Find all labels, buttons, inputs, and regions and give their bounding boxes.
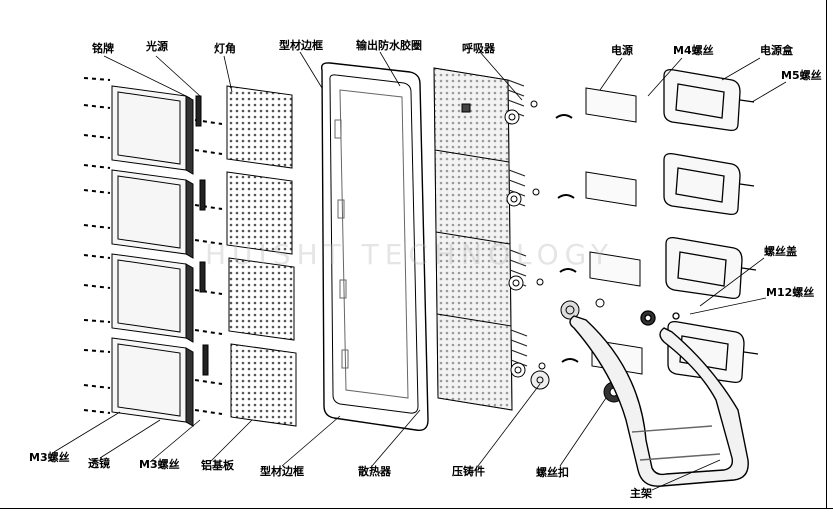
label-m12-screw: M12螺丝: [766, 286, 815, 299]
lens-panels: [111, 85, 194, 427]
main-bracket: [569, 315, 749, 487]
lens-panel: [111, 169, 194, 259]
border-bottom: [0, 508, 833, 509]
label-lamp-corner: 灯角: [214, 42, 236, 55]
lens-panel: [111, 253, 194, 343]
aluminum-substrates: [226, 85, 297, 427]
heat-sink: [433, 67, 528, 411]
label-waterproof-ring: 输出防水胶圈: [356, 39, 422, 52]
lens-panel: [111, 337, 194, 427]
power-boxes: [640, 68, 759, 384]
light-source-strips: [195, 95, 209, 376]
watermark: HUISHT TECHNOLOGY: [205, 238, 615, 271]
label-main-bracket: 主架: [630, 487, 652, 500]
label-m4-screw: M4螺丝: [673, 44, 714, 57]
label-profile-frame-top: 型材边框: [279, 39, 323, 52]
label-heat-sink: 散热器: [358, 465, 391, 478]
label-power-box: 电源盒: [760, 44, 793, 57]
label-power: 电源: [611, 44, 633, 57]
label-die-cast: 压铸件: [452, 465, 485, 478]
label-m3-screw-mid: M3螺丝: [139, 458, 180, 471]
label-screw-cap: 螺丝盖: [764, 245, 797, 258]
label-m3-screw-left: M3螺丝: [29, 451, 70, 464]
lens-panel: [111, 85, 194, 175]
label-breather: 呼吸器: [462, 42, 495, 55]
border-right: [826, 0, 827, 509]
label-screw-buckle: 螺丝扣: [536, 466, 569, 479]
label-m5-screw: M5螺丝: [781, 69, 822, 82]
label-aluminum-substrate: 铝基板: [201, 459, 234, 472]
label-profile-frame-bottom: 型材边框: [260, 465, 304, 478]
leader-lines: [53, 51, 787, 491]
label-lens: 透镜: [88, 457, 110, 470]
label-light-source: 光源: [146, 40, 168, 53]
profile-frame: [320, 62, 429, 431]
label-nameplate: 铭牌: [92, 42, 114, 55]
power-drivers: [585, 87, 643, 375]
